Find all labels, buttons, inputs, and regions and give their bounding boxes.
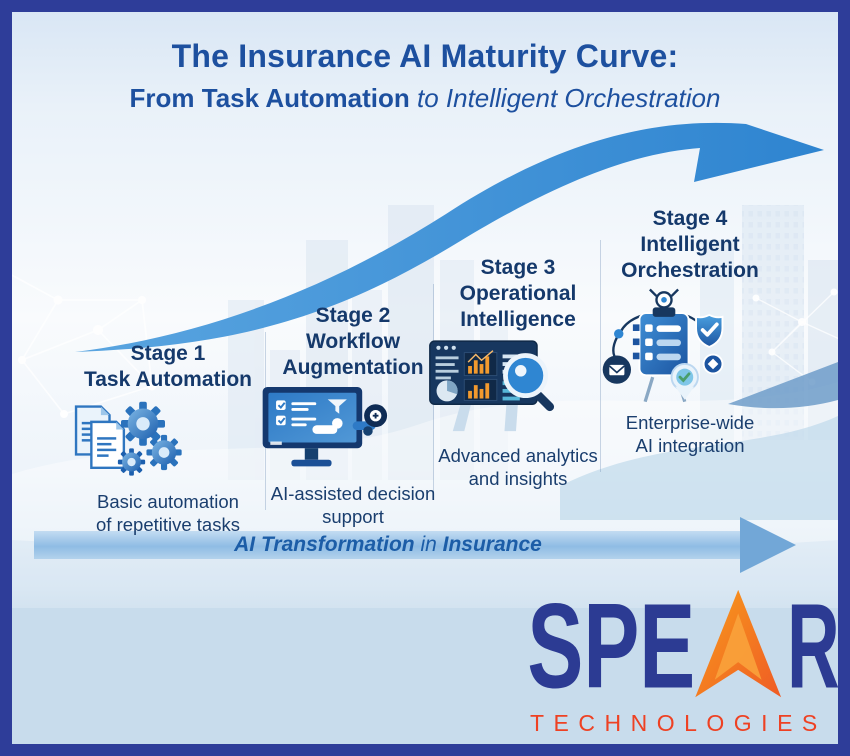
stage-4-caption: Enterprise-wide AI integration	[625, 412, 755, 456]
stage-4-title: Intelligent Orchestration	[621, 233, 759, 282]
stage-2-block: Stage 2 Workflow Augmentation	[255, 303, 451, 528]
transformation-arrow-label: AI Transformation in Insurance	[34, 531, 742, 559]
network-nodes-left	[18, 295, 157, 418]
logo-word-part1: SPE	[527, 586, 695, 708]
stage-4-heading: Stage 4 Intelligent Orchestration	[598, 206, 782, 284]
documents-gears-icon	[58, 397, 278, 485]
blue-wedge-right	[728, 362, 838, 409]
stage-divider-3	[600, 240, 601, 472]
stage-2-caption: AI-assisted decision support	[270, 483, 436, 527]
stage-3-label: Stage 3	[480, 256, 556, 279]
stage-2-heading: Stage 2 Workflow Augmentation	[255, 303, 451, 381]
transformation-arrow-head	[740, 517, 796, 573]
stage-2-title: Workflow Augmentation	[282, 330, 424, 379]
stage-1-title: Task Automation	[83, 368, 252, 391]
flow-label-bold-tail: Insurance	[442, 533, 542, 556]
stage-1-block: Stage 1 Task Automation	[58, 341, 278, 536]
footer-band	[12, 608, 838, 744]
header: The Insurance AI Maturity Curve: From Ta…	[0, 38, 850, 114]
subtitle-italic-part: to Intelligent Orchestration	[416, 83, 721, 113]
transformation-arrow-band	[34, 531, 742, 559]
stage-1-label: Stage 1	[130, 342, 206, 365]
stage-1-heading: Stage 1 Task Automation	[58, 341, 278, 393]
orchestration-network-icon	[598, 288, 782, 406]
logo-arrowhead-letter-a	[695, 589, 782, 698]
stage-4-block: Stage 4 Intelligent Orchestration	[598, 206, 782, 457]
logo-subtext: TECHNOLOGIES	[530, 710, 827, 736]
light-wave-right	[560, 416, 838, 520]
stage-2-label: Stage 2	[315, 304, 391, 327]
stage-3-block: Stage 3 Operational Intelligence	[426, 255, 610, 490]
stage-3-caption: Advanced analytics and insights	[438, 445, 598, 489]
stage-3-title: Operational Intelligence	[459, 282, 577, 331]
stage-3-heading: Stage 3 Operational Intelligence	[426, 255, 610, 333]
flow-label-connector: in	[414, 533, 443, 556]
logo-word-part2: R	[787, 586, 840, 708]
stage-4-label: Stage 4	[652, 207, 728, 230]
subtitle-bold-part: From Task Automation	[129, 83, 417, 113]
stage-1-caption: Basic automation of repetitive tasks	[96, 491, 240, 535]
spear-wordmark: SPE R	[527, 586, 840, 708]
monitor-checklist-robot-arm-icon	[255, 385, 451, 477]
analytics-dashboard-magnifier-icon	[426, 337, 610, 439]
transformation-arrow: AI Transformation in Insurance	[34, 517, 796, 573]
flow-label-bold-lead: AI Transformation	[234, 533, 415, 556]
page-subtitle: From Task Automation to Intelligent Orch…	[0, 83, 850, 114]
spear-technologies-logo: SPE R TECHNOLOGIES	[527, 586, 842, 737]
page-title: The Insurance AI Maturity Curve:	[171, 38, 679, 74]
